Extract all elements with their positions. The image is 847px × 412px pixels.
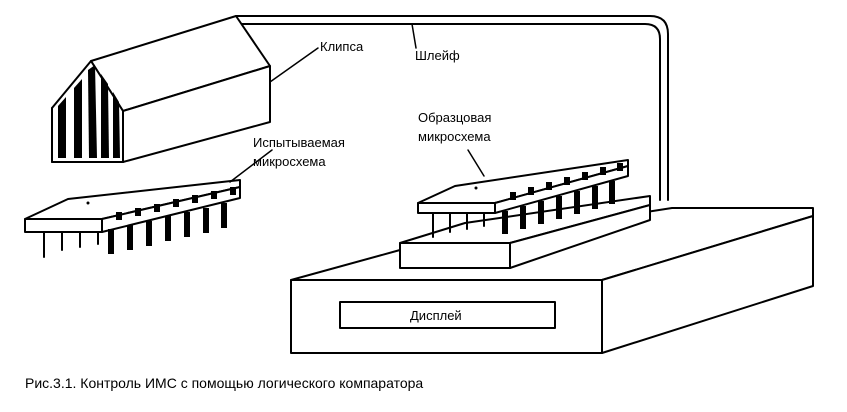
ref-chip-label-2: микросхема: [418, 129, 491, 144]
test-chip-label-1: Испытываемая: [253, 135, 345, 150]
figure-caption: Рис.3.1. Контроль ИМС с помощью логическ…: [25, 375, 423, 391]
labels: Клипса Шлейф Испытываемая микросхема Обр…: [25, 39, 491, 391]
clip-leader: [269, 47, 319, 83]
cable-leader: [411, 23, 417, 49]
ref-chip-label-1: Образцовая: [418, 110, 491, 125]
cable-label: Шлейф: [415, 48, 460, 63]
ref-chip-leader: [467, 149, 485, 177]
test-chip-leader: [229, 149, 273, 183]
test-chip-label-2: микросхема: [253, 154, 326, 169]
display-window: [339, 301, 556, 329]
leader-lines: [229, 23, 485, 183]
clip-label: Клипса: [320, 39, 364, 54]
test-chip: [24, 179, 241, 258]
reference-chip: [417, 159, 629, 238]
cable: [235, 15, 669, 201]
display-label: Дисплей: [410, 308, 462, 323]
clip: [51, 15, 271, 163]
